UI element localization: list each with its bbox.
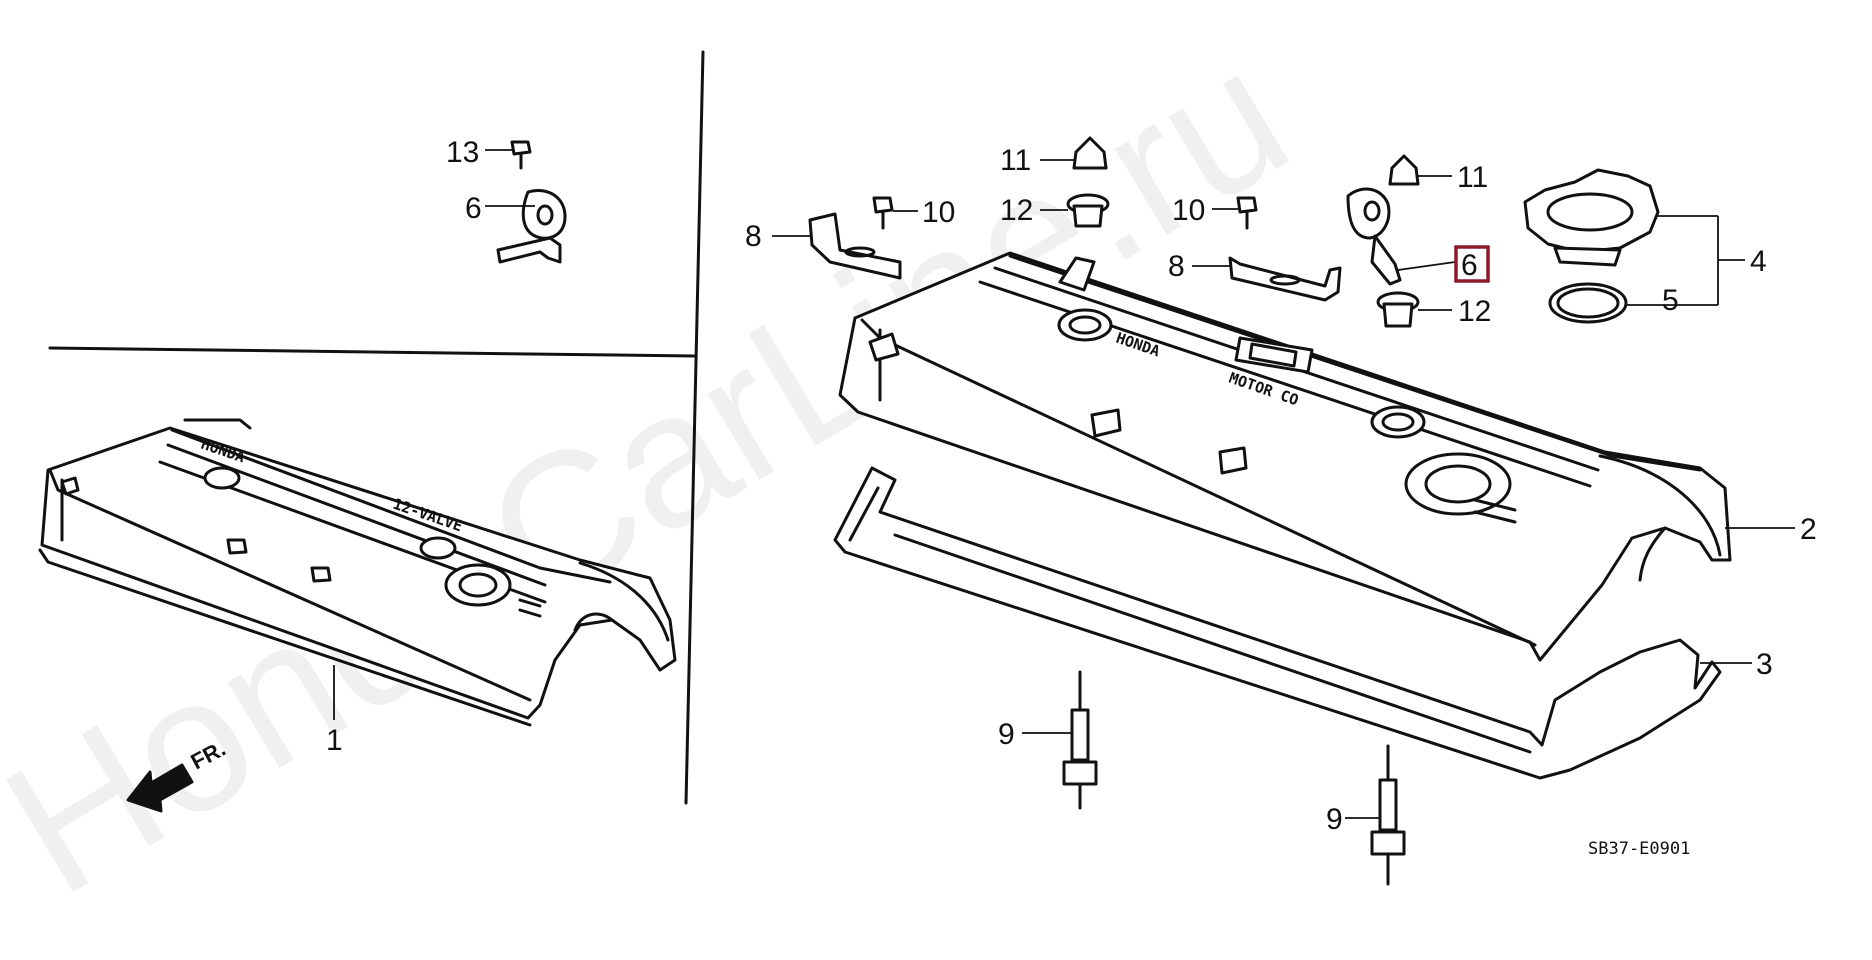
cylinder-head-cover-small[interactable]: HONDA 12-VALVE	[38, 418, 677, 727]
leader-part-6	[1397, 261, 1456, 271]
callout-part-12a[interactable]: 12	[1000, 194, 1033, 227]
bracket-part-8-right[interactable]	[1228, 256, 1342, 302]
stud-bolt-part-9-left[interactable]	[1062, 670, 1098, 810]
callout-part-8b[interactable]: 8	[1168, 250, 1185, 283]
callout-part-10b[interactable]: 10	[1172, 194, 1205, 227]
bolt-part-13[interactable]	[510, 140, 532, 170]
harness-clamp-part-6[interactable]	[1346, 187, 1402, 286]
callout-part-11a[interactable]: 11	[1000, 144, 1031, 177]
bolt-part-10-left[interactable]	[872, 196, 894, 230]
callout-part-5[interactable]: 5	[1662, 284, 1679, 317]
callout-part-9b[interactable]: 9	[1326, 803, 1343, 836]
callout-part-2[interactable]: 2	[1800, 513, 1817, 546]
bolt-part-10-right[interactable]	[1236, 196, 1258, 230]
washer-part-12-left[interactable]	[1066, 193, 1110, 228]
nut-part-11-left[interactable]	[1072, 136, 1108, 170]
callout-part-9a[interactable]: 9	[998, 718, 1015, 751]
part-6-highlight-box	[1454, 245, 1490, 283]
callout-part-6[interactable]: 6	[1461, 249, 1478, 282]
cylinder-head-cover-large[interactable]: HONDA MOTOR CO	[838, 251, 1732, 662]
callout-part-8a[interactable]: 8	[745, 220, 762, 253]
callout-part-4[interactable]: 4	[1750, 245, 1767, 278]
callout-part-11b[interactable]: 11	[1457, 161, 1488, 194]
diagram-code: SB37-E0901	[1588, 839, 1690, 859]
callout-part-10a[interactable]: 10	[922, 196, 955, 229]
nut-part-11-right[interactable]	[1388, 154, 1420, 186]
callout-part-3[interactable]: 3	[1756, 648, 1773, 681]
bracket-part-8-left[interactable]	[808, 212, 902, 280]
stud-bolt-part-9-right[interactable]	[1370, 744, 1406, 886]
harness-clamp-part-7[interactable]	[496, 189, 567, 264]
callout-part-13[interactable]: 13	[446, 136, 479, 169]
panel-dividers	[48, 50, 705, 805]
callout-part-7[interactable]: 6	[465, 192, 482, 225]
callout-part-1[interactable]: 1	[326, 724, 343, 757]
head-cover-gasket[interactable]	[833, 466, 1722, 780]
washer-part-12-right[interactable]	[1376, 291, 1420, 328]
filler-cap-gasket[interactable]	[1548, 282, 1628, 324]
oil-filler-cap[interactable]	[1523, 168, 1660, 267]
callout-part-12b[interactable]: 12	[1458, 295, 1491, 328]
